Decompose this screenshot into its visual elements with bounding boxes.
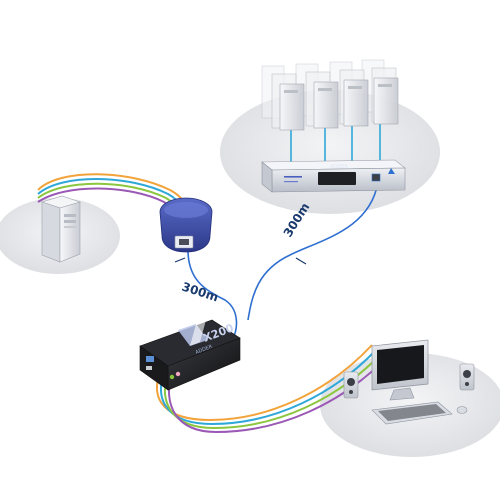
server-rack-icon (261, 59, 399, 131)
mouse-icon (456, 406, 468, 414)
speaker-icon (343, 363, 475, 399)
distance-label-switch: 300m (281, 200, 312, 265)
cat5-cable-switch (247, 181, 379, 321)
x200-extender-icon: X200 ADDER (139, 319, 241, 391)
pc-tower-icon (41, 195, 81, 263)
monitor-icon (371, 339, 429, 401)
kvm-switch-brand: ADDER (330, 164, 348, 170)
cat5-receiver-icon (159, 197, 213, 253)
keyboard-icon (371, 401, 453, 425)
kvm-switch-icon: ADDER (261, 159, 406, 193)
workstation-platform (320, 353, 500, 457)
server-cables (290, 124, 381, 162)
cat5-cable-receiver (187, 249, 238, 341)
